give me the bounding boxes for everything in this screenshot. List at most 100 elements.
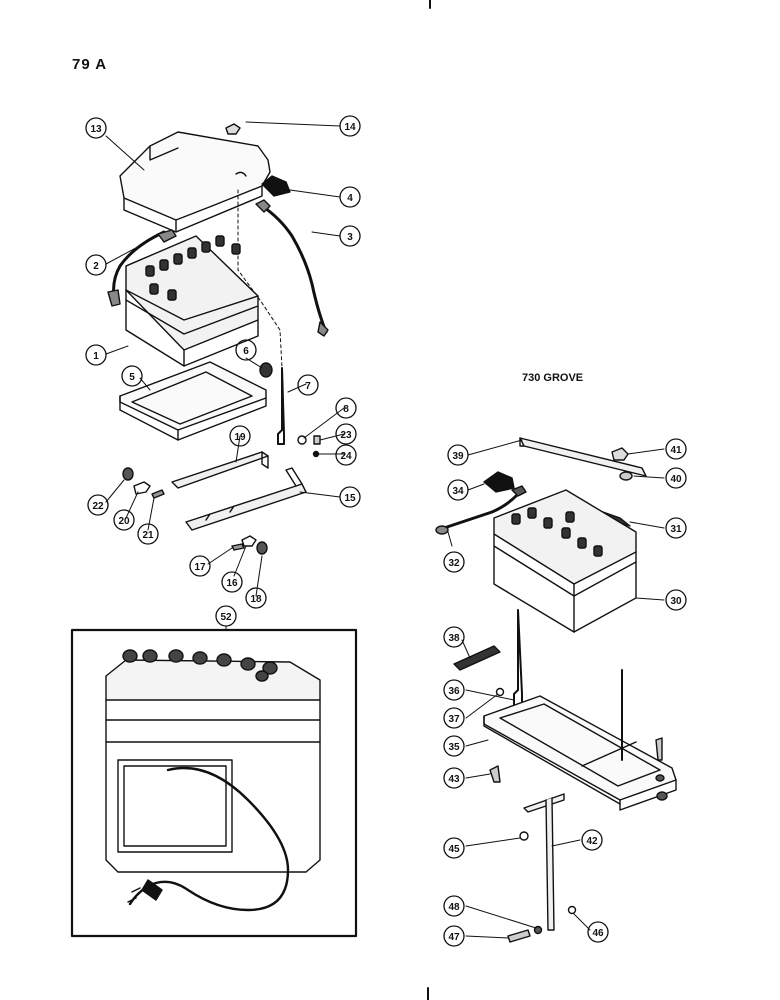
positive-cable-drawing (260, 204, 328, 334)
svg-text:43: 43 (448, 774, 460, 785)
bracket-19-drawing (171, 451, 269, 489)
svg-text:8: 8 (343, 404, 349, 415)
nut-8-drawing (297, 435, 307, 445)
callout-30: 30 (665, 589, 687, 611)
svg-text:34: 34 (452, 486, 464, 497)
svg-text:4: 4 (347, 193, 353, 204)
washer-40-drawing (619, 471, 633, 481)
callout-34: 34 (447, 479, 469, 501)
nut-22-drawing (122, 467, 134, 481)
svg-text:39: 39 (452, 451, 464, 462)
callout-48: 48 (443, 895, 465, 917)
svg-text:52: 52 (220, 612, 232, 623)
callout-31: 31 (665, 517, 687, 539)
bolt-23-drawing (313, 435, 321, 445)
svg-text:30: 30 (670, 596, 682, 607)
callout-45: 45 (443, 837, 465, 859)
svg-text:37: 37 (448, 714, 460, 725)
svg-text:16: 16 (226, 578, 238, 589)
battery-right-drawing (493, 489, 637, 633)
callout-4: 4 (339, 186, 361, 208)
callout-2: 2 (85, 254, 107, 276)
svg-text:48: 48 (448, 902, 460, 913)
svg-text:38: 38 (448, 633, 460, 644)
callout-3: 3 (339, 225, 361, 247)
cable-32-drawing (442, 494, 518, 530)
callout-42: 42 (581, 829, 603, 851)
spacer-38-drawing (453, 645, 501, 671)
bolt-17-drawing (231, 543, 245, 551)
svg-text:14: 14 (344, 122, 356, 133)
callout-24: 24 (335, 444, 357, 466)
svg-text:19: 19 (234, 432, 246, 443)
bolt-21-drawing (151, 489, 165, 499)
bolt-43-drawing (489, 765, 501, 783)
callout-41: 41 (665, 438, 687, 460)
callout-1: 1 (85, 344, 107, 366)
svg-text:2: 2 (93, 261, 99, 272)
hold-down-rod-36-drawing (513, 609, 523, 709)
svg-text:7: 7 (305, 381, 311, 392)
svg-text:13: 13 (90, 124, 102, 135)
callout-37: 37 (443, 707, 465, 729)
terminal-boot-drawing (261, 175, 291, 197)
callout-46: 46 (587, 921, 609, 943)
battery-tray-right-drawing (483, 695, 677, 811)
nut-45-drawing (519, 831, 529, 841)
svg-text:40: 40 (670, 474, 682, 485)
svg-text:32: 32 (448, 558, 460, 569)
vent-plug-drawing (259, 362, 273, 378)
svg-text:22: 22 (92, 501, 104, 512)
callout-52: 52 (215, 605, 237, 627)
hold-down-bar-39-drawing (519, 437, 647, 477)
svg-text:6: 6 (243, 346, 249, 357)
callout-21: 21 (137, 523, 159, 545)
callout-18: 18 (245, 587, 267, 609)
nut-18-drawing (256, 541, 268, 555)
inset-frame (70, 628, 358, 938)
callout-8: 8 (335, 397, 357, 419)
svg-text:46: 46 (592, 928, 604, 939)
svg-text:15: 15 (344, 493, 356, 504)
battery-left-drawing (125, 235, 259, 367)
callout-19: 19 (229, 425, 251, 447)
callout-47: 47 (443, 925, 465, 947)
svg-text:47: 47 (448, 932, 460, 943)
callout-23: 23 (335, 423, 357, 445)
bracket-15-drawing (185, 483, 307, 531)
bolt-47-drawing (507, 929, 531, 943)
callout-17: 17 (189, 555, 211, 577)
callout-13: 13 (85, 117, 107, 139)
callout-16: 16 (221, 571, 243, 593)
svg-text:5: 5 (129, 372, 135, 383)
svg-text:1: 1 (93, 351, 99, 362)
battery-cover-drawing (119, 131, 271, 233)
callout-7: 7 (297, 374, 319, 396)
clip-16-drawing (241, 535, 257, 547)
svg-text:3: 3 (347, 232, 353, 243)
wing-nut-41-drawing (611, 447, 629, 461)
svg-text:18: 18 (250, 594, 262, 605)
svg-text:24: 24 (340, 451, 352, 462)
callout-38: 38 (443, 626, 465, 648)
callout-20: 20 (113, 509, 135, 531)
hold-down-rod-drawing (277, 367, 285, 445)
callout-35: 35 (443, 735, 465, 757)
nut-46-drawing (567, 905, 577, 915)
leader-lines (105, 121, 665, 939)
callout-14: 14 (339, 115, 361, 137)
negative-cable-drawing (112, 230, 166, 298)
battery-tray-left-drawing (119, 361, 267, 441)
callout-32: 32 (443, 551, 465, 573)
svg-text:42: 42 (586, 836, 598, 847)
section-label-730-grove: 730 GROVE (522, 372, 584, 384)
svg-text:17: 17 (194, 562, 206, 573)
bracket-42-drawing (523, 793, 565, 813)
svg-text:20: 20 (118, 516, 130, 527)
page-title: 79 A (72, 56, 108, 73)
terminal-boot-34-drawing (483, 471, 515, 493)
callout-36: 36 (443, 679, 465, 701)
battery-heater-drawing (105, 649, 321, 912)
